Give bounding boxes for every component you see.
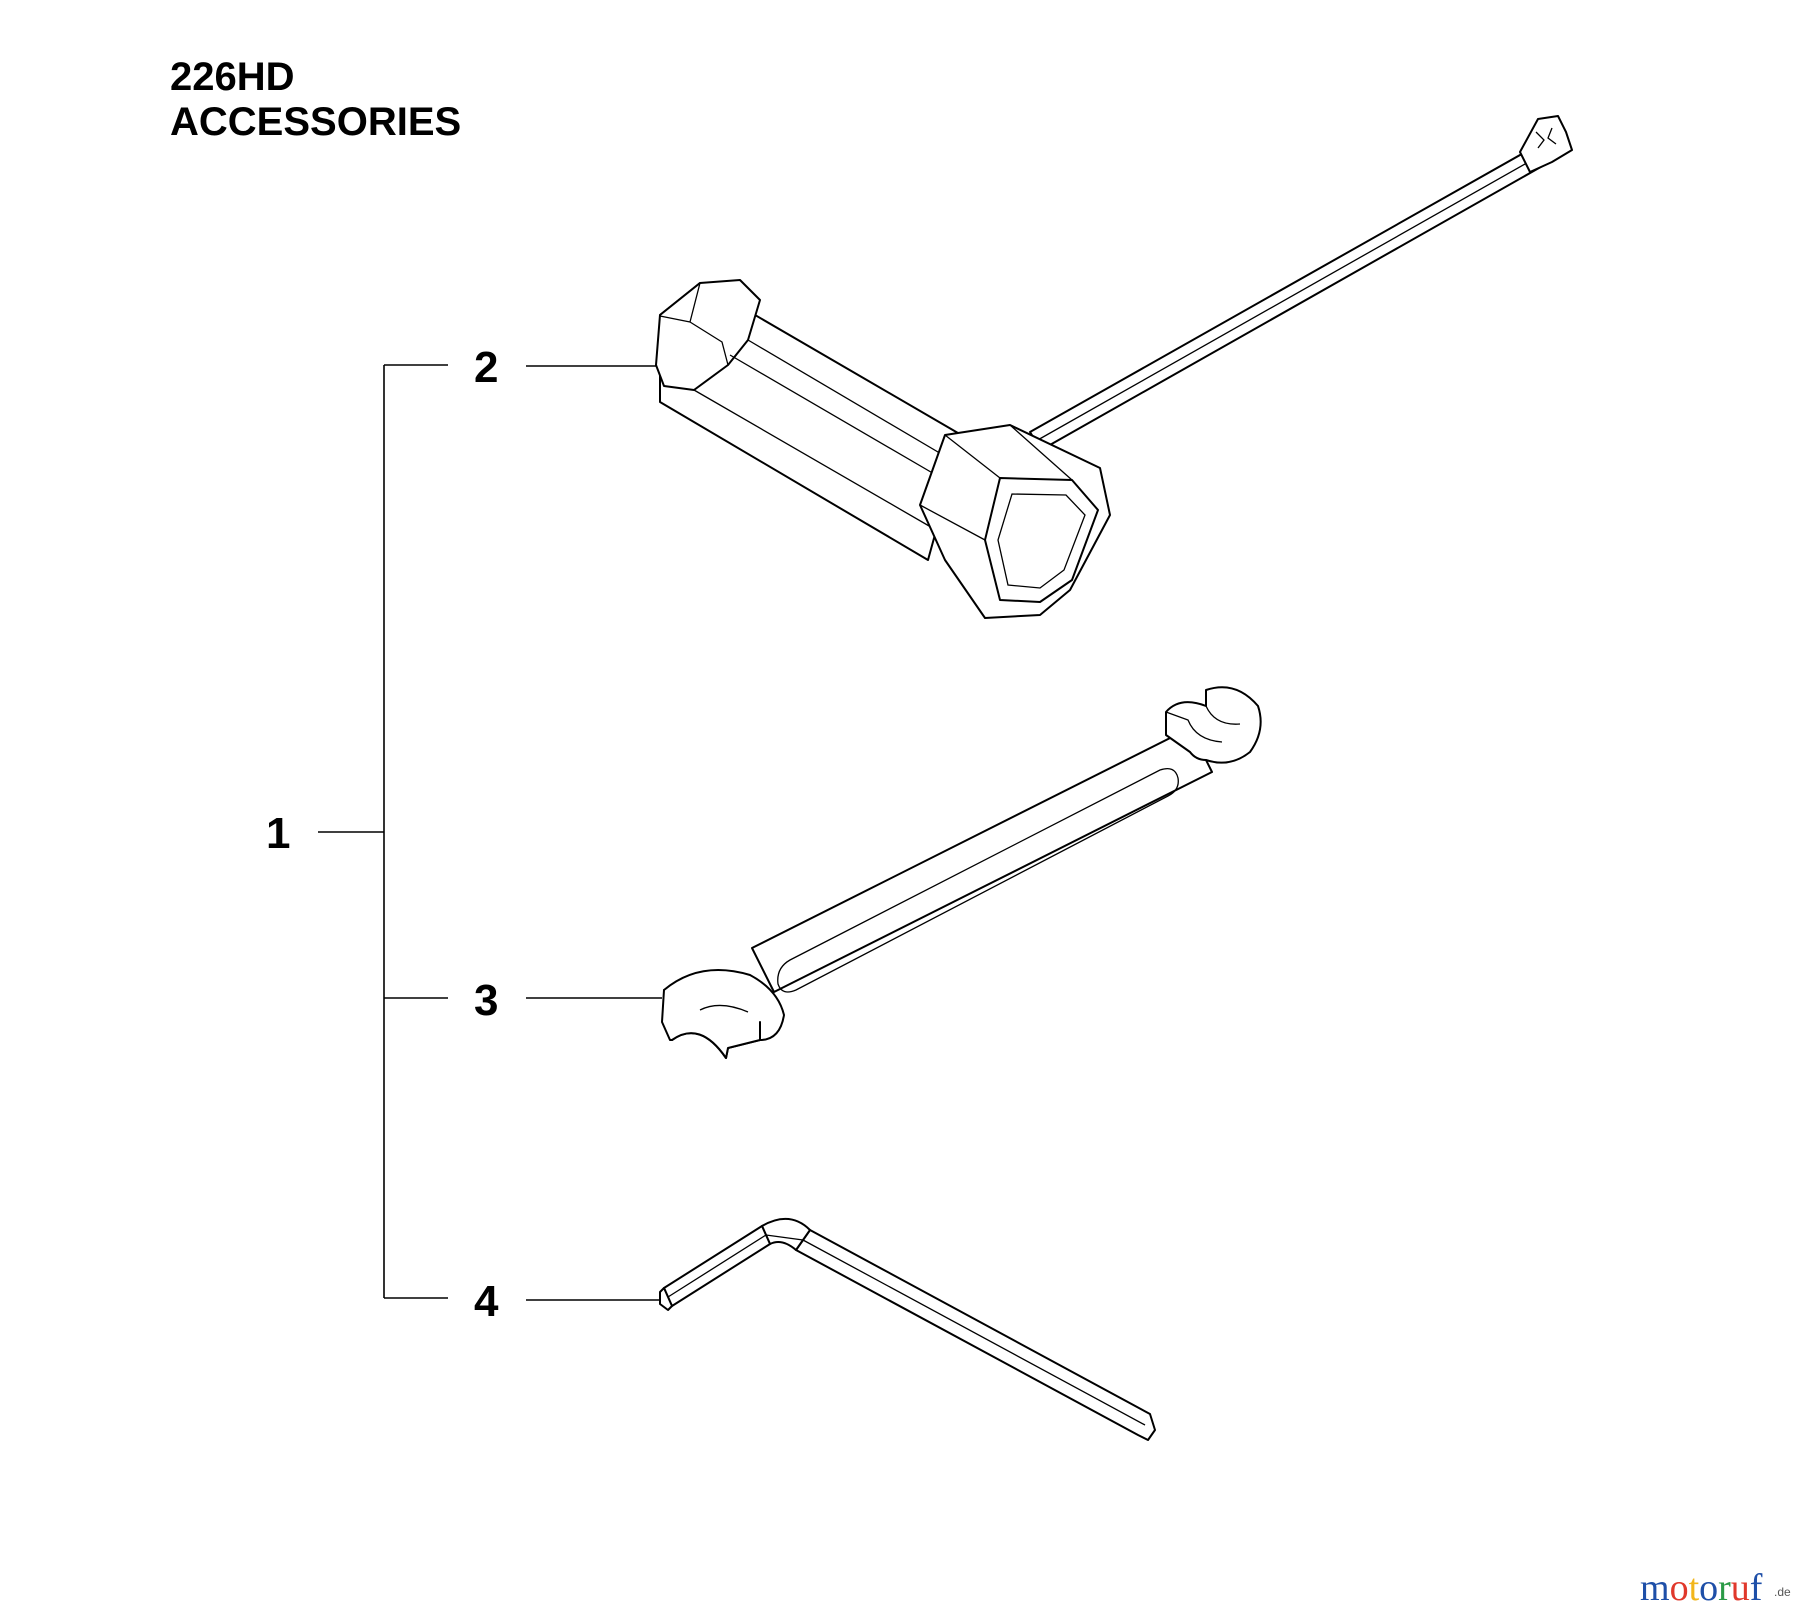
motoruf-watermark: motoruf .de xyxy=(1640,1567,1791,1609)
callout-4: 4 xyxy=(474,1277,499,1326)
wm-letter: f xyxy=(1750,1567,1763,1609)
model-title: 226HD xyxy=(170,55,295,99)
hex-key-icon xyxy=(659,1218,1156,1441)
wm-letter: u xyxy=(1731,1567,1750,1609)
section-title: ACCESSORIES xyxy=(170,100,461,144)
callout-bracket xyxy=(318,364,448,1299)
watermark-text: motoruf xyxy=(1640,1567,1763,1609)
wm-letter: r xyxy=(1718,1567,1731,1609)
wm-letter: m xyxy=(1640,1567,1670,1609)
callout-3: 3 xyxy=(474,976,498,1025)
watermark-suffix: .de xyxy=(1774,1585,1791,1599)
open-end-wrench-icon xyxy=(661,686,1262,1059)
spark-plug-wrench-icon xyxy=(655,115,1573,619)
wm-letter: t xyxy=(1689,1567,1700,1609)
wm-letter: o xyxy=(1670,1567,1689,1609)
callout-1: 1 xyxy=(266,809,290,858)
callout-2: 2 xyxy=(474,343,498,392)
wm-letter: o xyxy=(1699,1567,1718,1609)
